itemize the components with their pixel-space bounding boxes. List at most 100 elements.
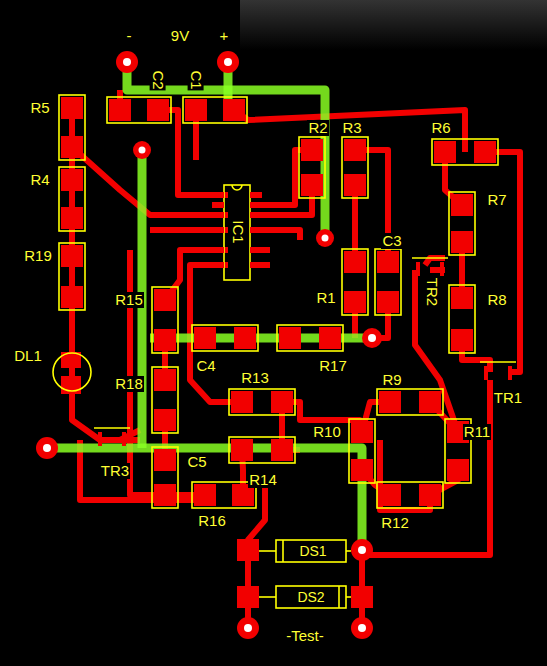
part-label: R15 <box>114 292 144 308</box>
transistor-symbol <box>94 258 516 446</box>
component-outline <box>183 97 247 123</box>
pad <box>61 245 83 267</box>
pad <box>379 391 401 413</box>
pad <box>377 251 399 273</box>
pad <box>451 329 473 351</box>
part-label: IC1 <box>230 219 246 244</box>
component-outline <box>276 586 346 608</box>
part-label: R18 <box>114 376 144 392</box>
transistor-symbol <box>94 427 130 429</box>
part-label: R1 <box>315 290 336 306</box>
round-pad <box>237 617 259 639</box>
pad <box>61 97 496 608</box>
pad <box>61 207 83 229</box>
component-outline <box>59 167 85 231</box>
part-label: R12 <box>380 515 410 531</box>
round-pad <box>116 51 138 73</box>
part-label: R2 <box>307 120 328 136</box>
part-label: TR1 <box>493 390 523 406</box>
component-outline <box>282 540 284 562</box>
pad <box>231 391 253 413</box>
component-outline <box>375 249 401 315</box>
ic-pin <box>212 212 224 218</box>
component-outline <box>276 540 346 562</box>
component-outline <box>449 192 475 255</box>
part-label: R16 <box>197 513 227 529</box>
red-track <box>250 230 300 240</box>
pad <box>301 139 323 161</box>
component-outline <box>342 137 368 198</box>
ic-pin <box>212 262 224 268</box>
component-outline <box>107 97 171 123</box>
part-label: R11 <box>463 424 491 440</box>
top-shadow <box>240 0 547 50</box>
component-outline <box>349 419 375 483</box>
round-pad <box>322 235 329 242</box>
ic-pin <box>212 227 224 233</box>
part-label: R13 <box>240 370 270 386</box>
part-label: C4 <box>195 358 216 374</box>
part-label: C2 <box>150 69 166 90</box>
pad <box>351 459 373 481</box>
pad <box>451 287 473 309</box>
part-label: TR2 <box>424 277 440 307</box>
round-pad <box>358 546 366 554</box>
pad <box>351 586 373 608</box>
part-label: R19 <box>23 248 53 264</box>
pad <box>319 327 341 349</box>
transistor-symbol <box>484 366 488 380</box>
part-label: TR3 <box>100 463 130 479</box>
pad <box>234 327 256 349</box>
part-label: R5 <box>29 100 50 116</box>
round-pad <box>316 229 334 247</box>
pad <box>61 136 83 158</box>
round-pad <box>362 328 382 348</box>
round-pad <box>139 147 146 154</box>
pad <box>351 421 373 443</box>
transistor-symbol <box>416 262 420 276</box>
transistor-symbol <box>122 432 126 446</box>
part-label: R17 <box>318 358 348 374</box>
part-label: DS1 <box>298 543 327 559</box>
component-outline <box>346 596 351 598</box>
round-pad <box>36 437 58 459</box>
pad <box>237 586 259 608</box>
pad <box>419 391 441 413</box>
component-outline <box>232 185 242 190</box>
round-pad <box>351 539 373 561</box>
part-label: C5 <box>186 454 207 470</box>
pad <box>154 369 176 391</box>
transistor-symbol <box>480 361 516 363</box>
part-label: DL1 <box>13 348 43 364</box>
pad <box>61 286 83 308</box>
part-label: R6 <box>430 120 451 136</box>
transistor-symbol <box>412 257 448 259</box>
component-outline <box>277 325 343 351</box>
pad <box>344 139 366 161</box>
component-outline <box>192 482 256 508</box>
part-label: -Test- <box>285 628 325 644</box>
pad <box>344 174 366 196</box>
pad <box>434 141 456 163</box>
red-track <box>150 227 228 233</box>
pad <box>279 327 301 349</box>
round-pad <box>36 51 382 639</box>
component-outline <box>59 95 85 160</box>
ic-pin <box>250 262 270 268</box>
round-pad <box>133 141 151 159</box>
pad <box>231 439 253 461</box>
ic-pin <box>250 212 262 218</box>
part-label: R14 <box>248 472 278 488</box>
pad <box>419 484 441 506</box>
pad <box>61 97 83 119</box>
part-label: + <box>219 28 230 44</box>
pad <box>154 289 176 311</box>
component-outline <box>224 185 250 280</box>
green-track <box>47 62 372 550</box>
round-pad <box>224 58 232 66</box>
pad <box>447 459 469 481</box>
pad <box>154 409 176 431</box>
pad <box>379 484 401 506</box>
part-label: R7 <box>486 192 507 208</box>
